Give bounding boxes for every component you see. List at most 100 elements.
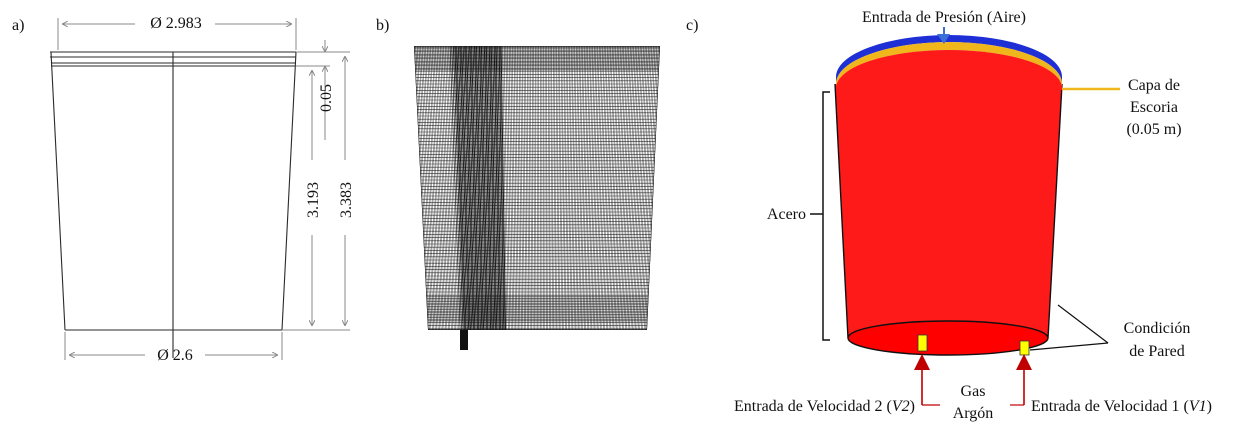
mesh-line	[528, 46, 531, 330]
slag-thickness-label: 0.05	[318, 84, 335, 112]
mesh-line	[499, 46, 505, 330]
mesh-line	[559, 46, 562, 330]
mesh-line	[518, 46, 522, 330]
mesh-line	[629, 46, 641, 330]
bottom-diameter-label: Ø 2.6	[157, 347, 193, 364]
mesh-line	[508, 46, 513, 330]
mesh-line	[513, 46, 518, 330]
mesh-line	[471, 46, 480, 330]
mesh-line	[481, 46, 489, 330]
mesh-line	[498, 46, 504, 330]
mesh-line	[535, 46, 537, 330]
mesh-line	[436, 46, 449, 330]
mesh-line	[517, 46, 521, 330]
slag-label-3: (0.05 m)	[1126, 121, 1181, 138]
mesh-line	[566, 46, 571, 330]
mesh-line	[478, 46, 487, 330]
top-diameter-label: Ø 2.983	[150, 15, 202, 32]
mesh-line	[626, 46, 638, 330]
mesh-line	[635, 46, 648, 330]
mesh-line	[569, 46, 574, 330]
mesh-line	[475, 46, 483, 330]
steel-label: Acero	[767, 206, 806, 223]
mesh-line	[608, 46, 618, 330]
mesh-line	[550, 46, 553, 330]
mesh-line	[466, 46, 476, 330]
mesh-line	[551, 46, 554, 330]
steel-height-label: 3.193	[305, 182, 322, 218]
mesh-line	[435, 46, 448, 330]
pressure-inlet-label: Entrada de Presión (Aire)	[862, 9, 1026, 26]
mesh-line	[645, 46, 659, 330]
mesh-line	[459, 46, 469, 330]
mesh-line	[547, 46, 549, 330]
v2-label-text: Entrada de Velocidad 2 (	[734, 398, 892, 415]
mesh-line	[557, 46, 561, 330]
mesh-line	[630, 46, 643, 330]
mesh-line	[469, 46, 478, 330]
mesh-line	[464, 46, 474, 330]
mesh-line	[486, 46, 493, 330]
mesh-line	[579, 46, 585, 330]
mesh-line	[493, 46, 500, 330]
mesh-line	[515, 46, 519, 330]
mesh-line	[456, 46, 467, 330]
mesh-line	[624, 46, 636, 330]
mesh-line	[489, 46, 496, 330]
mesh-line	[594, 46, 602, 330]
mesh-line	[531, 46, 534, 330]
slag-label-1: Capa de	[1128, 77, 1180, 94]
mesh-line	[461, 46, 471, 330]
mesh-line	[477, 46, 486, 330]
v2-symbol: V2	[892, 398, 910, 415]
mesh-line	[469, 46, 478, 330]
v2-close: )	[910, 398, 915, 415]
mesh-line	[613, 46, 623, 330]
mesh-line	[592, 46, 600, 330]
mesh-line	[487, 46, 494, 330]
steel-bracket	[822, 91, 830, 341]
steel-body	[835, 84, 1062, 355]
pressure-arrow-icon	[937, 34, 950, 44]
mesh-line	[426, 46, 440, 330]
total-height-label: 3.383	[338, 182, 355, 218]
mesh-line	[475, 46, 484, 330]
mesh-line	[637, 46, 651, 330]
steel-left-edge	[834, 83, 849, 339]
mesh-line	[505, 46, 511, 330]
wall-label-2: de Pared	[1129, 343, 1185, 360]
mesh-line	[563, 46, 567, 330]
mesh-line	[454, 46, 465, 330]
mesh-line	[490, 46, 497, 330]
mesh-line	[525, 46, 528, 330]
mesh-line	[576, 46, 582, 330]
mesh-line	[510, 46, 515, 330]
mesh-line	[600, 46, 608, 330]
mesh-line	[601, 46, 610, 330]
mesh-line	[480, 46, 489, 330]
mesh-line	[417, 46, 432, 330]
mesh-line	[610, 46, 620, 330]
mesh-line	[591, 46, 598, 330]
mesh-line	[476, 46, 485, 330]
mesh-line	[470, 46, 479, 330]
mesh-line	[462, 46, 473, 330]
mesh-line	[448, 46, 459, 330]
gas-label-1: Gas	[961, 383, 986, 400]
wall-leader-2	[1029, 342, 1109, 351]
mesh-line	[446, 46, 458, 330]
mesh-line	[495, 46, 502, 330]
mesh-line	[573, 46, 579, 330]
mesh-line	[474, 46, 482, 330]
mesh-line	[597, 46, 605, 330]
mesh-line	[421, 46, 436, 330]
mesh-line	[562, 46, 566, 330]
mesh-line	[423, 46, 438, 330]
mesh-line	[553, 46, 556, 330]
mesh-line	[480, 46, 488, 330]
mesh-line	[483, 46, 491, 330]
mesh-line	[444, 46, 456, 330]
mesh-line	[428, 46, 442, 330]
panel-a-label: a)	[12, 17, 24, 34]
mesh-line	[491, 46, 498, 330]
